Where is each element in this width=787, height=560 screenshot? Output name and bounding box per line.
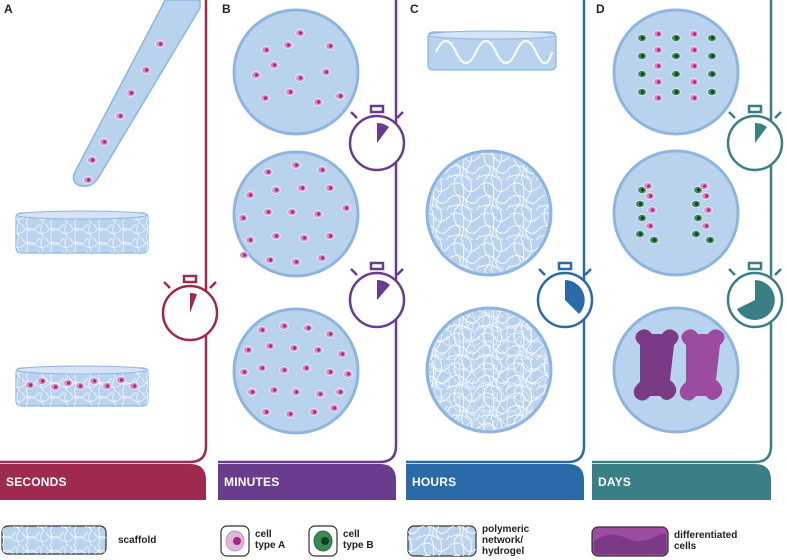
petri-dish-icon	[612, 8, 740, 136]
legend-cell-b-line1: cell	[343, 529, 360, 540]
time-label-minutes: MINUTES	[224, 475, 280, 489]
band-seconds	[0, 464, 206, 500]
legend-diff-line1: differentiated	[674, 530, 738, 541]
stopwatch-icon	[161, 274, 219, 342]
time-label-days: DAYS	[598, 475, 632, 489]
legend-hydrogel-label: polymeric network/ hydrogel	[482, 524, 529, 557]
legend-differentiated-swatch	[591, 526, 669, 557]
pipette-icon	[72, 0, 201, 187]
legend-cell-b-line2: type B	[343, 540, 374, 551]
cell-icon	[308, 525, 338, 557]
petri-dish-icon	[612, 306, 740, 434]
panel-letter-d: D	[596, 2, 605, 16]
legend-scaffold-swatch	[1, 525, 107, 555]
band-minutes	[218, 464, 396, 500]
band-days	[592, 464, 771, 500]
stopwatch-icon	[348, 261, 406, 329]
bone-tissue-icon	[633, 329, 725, 401]
panel-divider-a	[0, 0, 208, 464]
band-hours	[406, 464, 584, 500]
legend-cell-a-line2: type A	[255, 540, 286, 551]
time-label-seconds: SECONDS	[6, 475, 67, 489]
petri-dish-icon	[425, 149, 553, 277]
stopwatch-icon	[536, 261, 594, 329]
legend-differentiated-label: differentiated cells	[674, 530, 737, 552]
legend-cell-a-line1: cell	[255, 529, 272, 540]
panel-divider-d	[592, 0, 773, 464]
hydrogel-dish-wave	[427, 30, 557, 71]
petri-dish-icon	[232, 150, 360, 278]
panel-letter-a: A	[4, 2, 13, 16]
stopwatch-icon	[348, 104, 406, 172]
time-label-hours: HOURS	[412, 475, 457, 489]
petri-dish-icon	[232, 8, 360, 136]
legend-hydrogel-line1: polymeric	[482, 524, 530, 535]
scaffold-dish-empty	[15, 210, 149, 254]
panel-divider-c	[406, 0, 586, 464]
stopwatch-icon	[726, 261, 784, 329]
petri-dish-icon	[232, 307, 360, 435]
cell-icon	[220, 525, 250, 557]
legend-hydrogel-line2: network/	[482, 535, 524, 546]
legend-cell-b-label: cell type B	[343, 529, 374, 551]
scaffold-dish-seeded	[15, 365, 149, 407]
panel-letter-c: C	[410, 2, 419, 16]
petri-dish-icon	[612, 149, 740, 277]
panel-letter-b: B	[222, 2, 231, 16]
panel-divider-b	[218, 0, 398, 464]
legend-scaffold-label: scaffold	[118, 535, 157, 546]
stopwatch-icon	[726, 104, 784, 172]
legend-hydrogel-swatch	[407, 525, 477, 557]
legend-diff-line2: cells	[674, 541, 697, 552]
legend-hydrogel-line3: hydrogel	[482, 546, 525, 557]
legend-cell-a-label: cell type A	[255, 529, 285, 551]
petri-dish-icon	[425, 306, 553, 434]
